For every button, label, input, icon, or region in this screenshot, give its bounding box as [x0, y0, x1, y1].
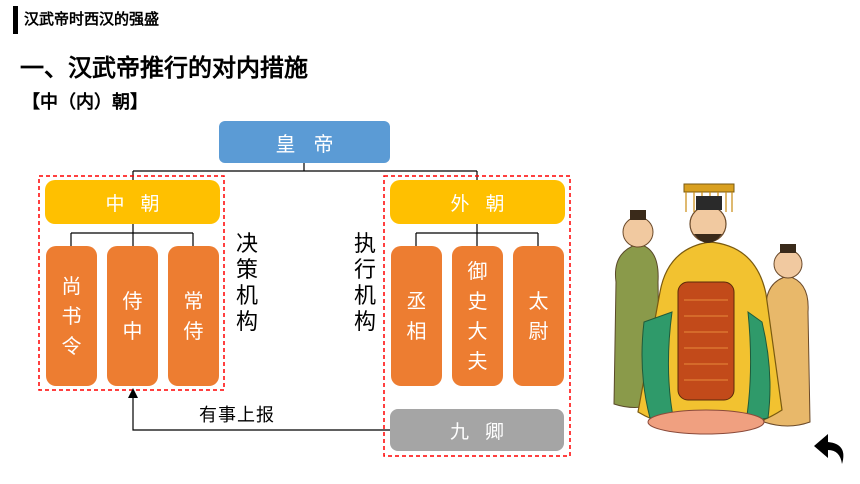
- inner-court-box: 中朝: [45, 180, 220, 224]
- outer-official-1: 御史大夫: [452, 246, 503, 386]
- header-accent-bar: [13, 6, 18, 34]
- emperor-box: 皇帝: [219, 121, 390, 163]
- inner-official-2: 常侍: [168, 246, 219, 386]
- outer-official-0: 丞相: [391, 246, 442, 386]
- outer-court-box: 外朝: [390, 180, 565, 224]
- inner-official-1: 侍中: [107, 246, 158, 386]
- back-arrow-icon[interactable]: [812, 430, 850, 470]
- header-title: 汉武帝时西汉的强盛: [24, 10, 160, 28]
- emperor-illustration: [613, 183, 811, 435]
- outer-official-2: 太尉: [513, 246, 564, 386]
- decision-body-label: 决策机构: [235, 232, 258, 335]
- report-label: 有事上报: [199, 405, 275, 426]
- inner-official-0: 尚书令: [46, 246, 97, 386]
- execution-body-label: 执行机构: [353, 232, 376, 335]
- section-subtitle: 【中（内）朝】: [22, 92, 148, 113]
- section-title: 一、汉武帝推行的对内措施: [20, 54, 308, 82]
- nine-ministers-box: 九卿: [390, 409, 564, 451]
